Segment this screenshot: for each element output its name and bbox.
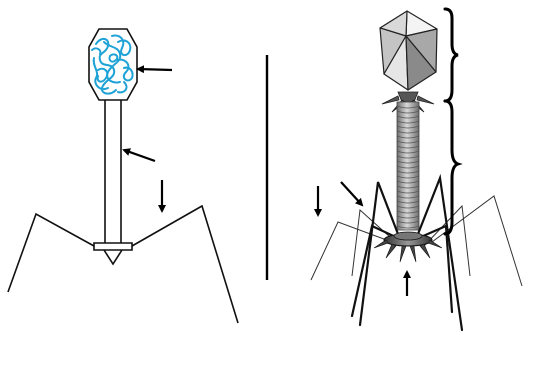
right-phage — [311, 11, 522, 330]
left-phage-tail-fibers — [8, 206, 238, 323]
brace-tail — [445, 101, 458, 234]
right-phage-capsid — [380, 11, 437, 90]
left-phage-tail — [105, 100, 121, 243]
left-phage-baseplate — [94, 243, 132, 264]
right-braces — [445, 9, 458, 234]
left-phage-head — [89, 29, 137, 100]
brace-head — [445, 9, 458, 101]
right-phage-sheath — [397, 102, 419, 230]
arrow-head-dna — [138, 69, 172, 70]
arrow-tail — [124, 150, 155, 161]
right-phage-baseplate — [374, 232, 442, 262]
arrow-thick-fiber — [341, 182, 362, 205]
left-phage — [8, 29, 238, 323]
